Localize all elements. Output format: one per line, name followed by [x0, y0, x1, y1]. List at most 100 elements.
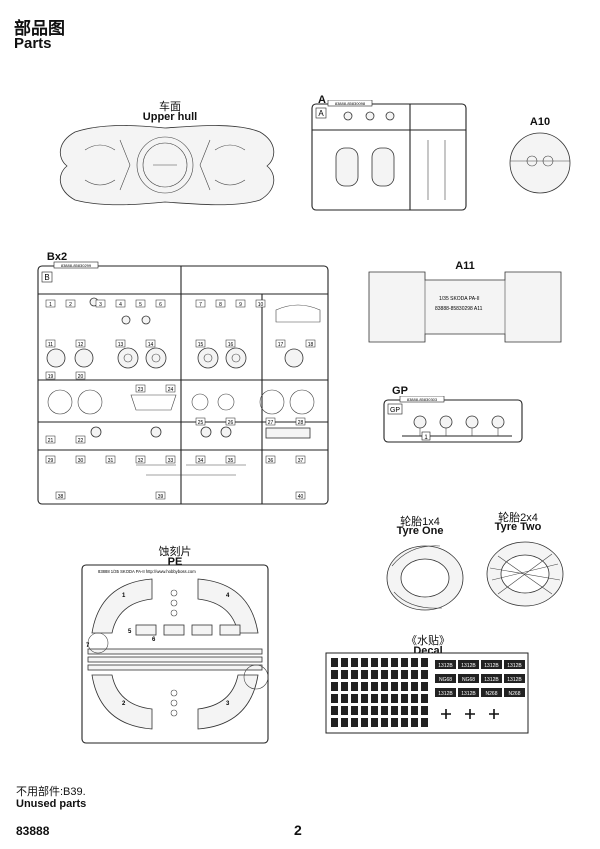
decal-plate [458, 688, 479, 697]
sprue-b-part-number-box [105, 455, 116, 464]
pe-part-number: 5 [128, 629, 132, 635]
decal-numeral [411, 706, 418, 715]
sprue-b-part-number: 36 [268, 458, 274, 464]
decal-numeral [381, 706, 388, 715]
sprue-gp-part-number: 1 [424, 435, 428, 441]
sprue-b-part-number: 30 [78, 458, 84, 464]
sprue-b-part-number-box [225, 417, 236, 426]
decal-numeral [351, 670, 358, 679]
upper-hull-label-en: Upper hull [142, 111, 198, 123]
decal-numeral [341, 682, 348, 691]
decal-numeral [361, 658, 368, 667]
pe-part-number: 6 [152, 637, 156, 643]
sprue-b-part-number: 32 [138, 458, 144, 464]
decal-numeral [401, 682, 408, 691]
decal-plate-text: N268 [509, 691, 521, 697]
a10-label: A10 [529, 116, 551, 128]
sprue-gp-label: GP [392, 385, 408, 397]
decal-numeral [421, 706, 428, 715]
decal-plate [435, 660, 456, 669]
sprue-b-part-number: 38 [58, 494, 64, 500]
decal-numeral [401, 694, 408, 703]
decal-plate-text: NG68 [462, 677, 475, 683]
sprue-b-part-number: 5 [139, 302, 142, 308]
decal-numeral [391, 718, 398, 727]
decal-numeral [371, 718, 378, 727]
sprue-b-part-number-box [155, 299, 166, 308]
decal-plate [481, 674, 502, 683]
decal-plate-text: 1312B [461, 663, 476, 669]
sprue-b-part-number: 26 [228, 420, 234, 426]
decal-plate [504, 674, 525, 683]
decal-numeral [421, 670, 428, 679]
decal-plate-text: NG68 [439, 677, 452, 683]
decal-plate-text: 1312B [461, 691, 476, 697]
decal-numeral [351, 706, 358, 715]
sprue-b-part-number: 6 [159, 302, 162, 308]
sprue-b-part-number-box [215, 299, 226, 308]
sprue-b-part-number-box [275, 339, 286, 348]
sprue-b-part-number: 16 [228, 342, 234, 348]
a11-text-1: 1/35 SKODA PA-II [439, 296, 479, 302]
decal-numeral [391, 658, 398, 667]
decal-plate [481, 688, 502, 697]
sprue-b-part-number-box [135, 299, 146, 308]
sprue-b-part-number-box [255, 299, 266, 308]
decal-numeral [331, 694, 338, 703]
sprue-a-code: 83888-85830098 [335, 101, 366, 106]
decal-plate [504, 660, 525, 669]
a10-drawing [509, 132, 571, 194]
decal-numeral [391, 706, 398, 715]
tyre-two-label-cn: 轮胎2x4 [498, 512, 538, 524]
decal-numeral [391, 670, 398, 679]
decal-numeral [421, 694, 428, 703]
page-number: 2 [294, 822, 302, 838]
pe-header-text: 83888 1/35 SKODA PA-II http://www.hobbyb… [98, 569, 196, 574]
sprue-b-part-number-box [135, 455, 146, 464]
sprue-b-part-number-box [225, 455, 236, 464]
decal-numeral [361, 670, 368, 679]
decal-numeral [381, 682, 388, 691]
decal-numeral [331, 658, 338, 667]
decal-numeral [391, 682, 398, 691]
unused-parts-label-cn: 不用部件:B39. [16, 786, 86, 798]
pe-part-number: 3 [226, 701, 230, 707]
decal-numeral [371, 706, 378, 715]
sprue-b-part-number: 22 [78, 438, 84, 444]
decal-numeral [341, 706, 348, 715]
decal-numeral [401, 718, 408, 727]
decal-numeral [411, 682, 418, 691]
decal-numeral [341, 670, 348, 679]
sprue-b-part-number: 23 [138, 387, 144, 393]
decal-numeral [401, 706, 408, 715]
decal-numeral [401, 670, 408, 679]
page-title-cn: 部品图 [14, 19, 65, 38]
sprue-b-part-number: 25 [198, 420, 204, 426]
sprue-b-part-number: 9 [239, 302, 242, 308]
decal-numeral [351, 718, 358, 727]
sprue-b-part-number-box [55, 491, 66, 500]
decal-plate [458, 660, 479, 669]
decal-numeral [361, 682, 368, 691]
sprue-b-part-number: 1 [49, 302, 52, 308]
upper-hull-label-cn: 车面 [159, 101, 181, 113]
sprue-a-drawing: 83888-85830098 A [311, 100, 467, 211]
sprue-b-tag: B [44, 273, 49, 282]
sprue-b-part-number: 31 [108, 458, 114, 464]
unused-parts-label-en: Unused parts [16, 798, 87, 810]
pe-part-number: 7 [86, 643, 90, 649]
sprue-b-part-number-box [265, 455, 276, 464]
sprue-b-part-number-box [45, 455, 56, 464]
decal-numeral [401, 658, 408, 667]
sprue-b-part-number: 35 [228, 458, 234, 464]
sprue-gp-code: 83888-85830303 [407, 397, 438, 402]
sprue-b-part-number: 4 [119, 302, 122, 308]
a11-label: A11 [455, 260, 475, 272]
sprue-b-part-number: 12 [78, 342, 84, 348]
sprue-b-part-number-box [45, 299, 56, 308]
sprue-b-part-number-box [235, 299, 246, 308]
decal-numeral [341, 718, 348, 727]
sprue-b-part-number-box [195, 455, 206, 464]
sprue-b-part-number-box [115, 339, 126, 348]
